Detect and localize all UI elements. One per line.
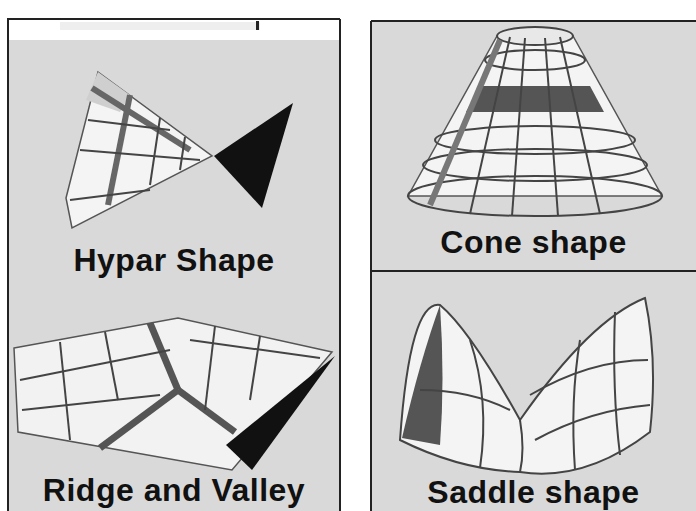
shape-caption: Cone shape xyxy=(440,226,626,258)
shape-caption: Ridge and Valley xyxy=(43,474,305,506)
shape-caption: Saddle shape xyxy=(427,476,639,508)
shape-panel: Saddle shape xyxy=(372,272,695,511)
shape-panel: Hypar Shape xyxy=(9,41,339,279)
shape-caption: Hypar Shape xyxy=(73,244,274,276)
shape-panel: Cone shape xyxy=(372,22,695,270)
shape-panel: Ridge and Valley xyxy=(9,280,339,511)
